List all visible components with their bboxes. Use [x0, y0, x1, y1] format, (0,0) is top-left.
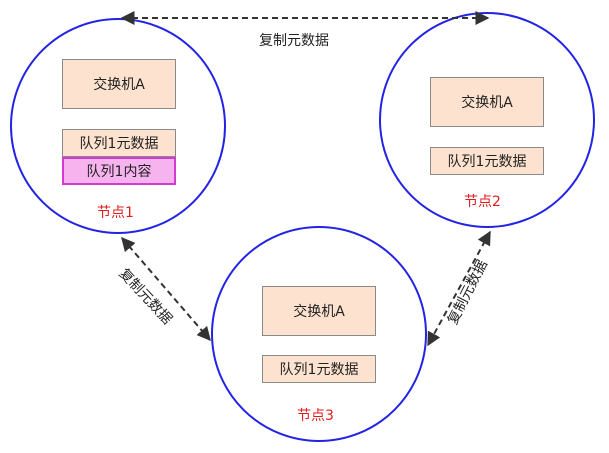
- node2-exchange-box: 交换机A: [430, 77, 544, 127]
- node1-circle: [10, 18, 226, 234]
- replication-arrow-2-3: [427, 230, 491, 347]
- node3-circle: [211, 226, 427, 442]
- node1-exchange-box: 交换机A: [62, 59, 176, 109]
- node1-label: 节点1: [97, 205, 134, 221]
- node1-queue-metadata-box: 队列1元数据: [62, 129, 176, 157]
- node1-queue-content-box: 队列1内容: [62, 157, 176, 185]
- node3-exchange-box: 交换机A: [262, 286, 376, 336]
- node2-queue-metadata-box: 队列1元数据: [430, 147, 544, 175]
- edge-label-top: 复制元数据: [259, 33, 329, 49]
- node3-label: 节点3: [297, 408, 334, 424]
- replication-arrow-1-3: [121, 236, 211, 342]
- node2-label: 节点2: [464, 194, 501, 210]
- node3-queue-metadata-box: 队列1元数据: [262, 355, 376, 383]
